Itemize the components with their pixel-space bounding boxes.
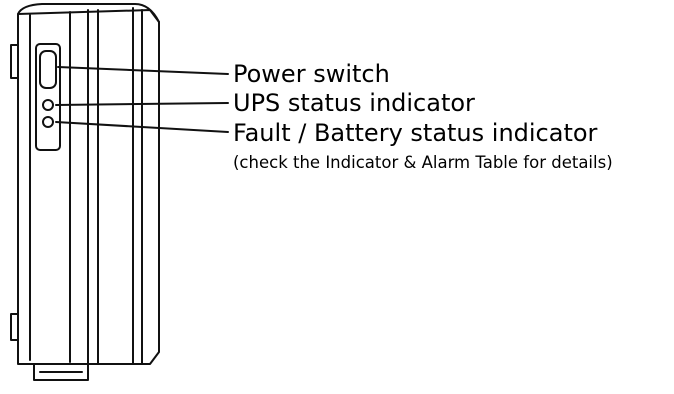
power-switch-label: Power switch	[233, 60, 390, 88]
ups-status-led	[42, 99, 54, 111]
indicator-alarm-table-note: (check the Indicator & Alarm Table for d…	[233, 153, 613, 172]
callout-line-fault-status	[55, 121, 229, 133]
fault-battery-led	[42, 116, 54, 128]
bottom-foot	[33, 363, 89, 381]
control-panel	[35, 43, 61, 151]
left-bumper-bottom	[10, 313, 19, 341]
ups-status-indicator-label: UPS status indicator	[233, 89, 475, 117]
ups-top-edge	[17, 3, 160, 23]
callout-line-power	[57, 66, 229, 75]
power-switch	[39, 50, 57, 89]
callout-line-ups-status	[55, 102, 229, 106]
left-bumper-top	[10, 44, 19, 79]
fault-battery-status-indicator-label: Fault / Battery status indicator	[233, 119, 598, 147]
